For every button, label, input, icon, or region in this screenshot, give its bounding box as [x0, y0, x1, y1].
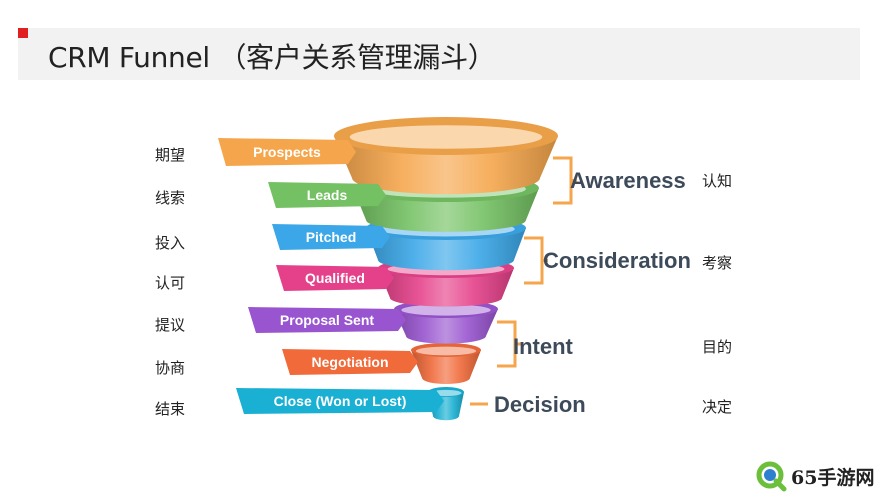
phase-bracket-line — [497, 320, 521, 368]
phase-bracket-consideration: Consideration 考察 — [524, 236, 732, 285]
stage-tab-shape — [236, 388, 444, 414]
funnel-ring-body — [411, 350, 481, 384]
stage-label: Close (Won or Lost) — [274, 393, 407, 409]
stage-cn-label: 线索 — [155, 189, 185, 207]
phase-label: Decision — [494, 392, 586, 417]
stage-tab-pitched: Pitched — [272, 224, 390, 250]
stage-tab-qualified: Qualified — [276, 265, 394, 291]
funnel-ring-prospects — [334, 117, 558, 195]
funnel-ring-body — [378, 268, 514, 307]
stage-tab-negotiation: Negotiation — [282, 349, 418, 375]
stage-tab-shape — [272, 224, 390, 250]
phase-bracket-line — [524, 236, 548, 285]
stage-tab-shape — [218, 138, 356, 166]
phase-bracket-awareness: Awareness 认知 — [553, 156, 732, 205]
funnel-ring-proposal — [394, 300, 498, 344]
phase-cn-label: 决定 — [702, 398, 732, 416]
stage-tab-shape — [248, 307, 406, 333]
stage-label: Proposal Sent — [280, 312, 374, 328]
stage-cn-label: 认可 — [155, 274, 185, 292]
funnel-ring-body — [394, 309, 498, 344]
title-bar — [18, 28, 860, 80]
stage-tab-proposal: Proposal Sent — [248, 307, 406, 333]
stage-tab-shape — [268, 182, 386, 208]
stage-label: Leads — [307, 187, 348, 203]
phase-label: Consideration — [543, 248, 691, 273]
funnel-ring-negotiation — [411, 343, 481, 384]
stage-cn-label: 协商 — [155, 359, 185, 377]
phase-label: Awareness — [570, 168, 686, 193]
stage-label: Pitched — [306, 229, 357, 245]
stage-tab-leads: Leads — [268, 182, 386, 208]
phase-bracket-intent: Intent 目的 — [497, 320, 732, 368]
stage-tab-close: Close (Won or Lost) — [236, 388, 444, 414]
funnel-ring-opening — [415, 346, 477, 356]
page-title: CRM Funnel （客户关系管理漏斗） — [48, 41, 496, 74]
stage-label: Qualified — [305, 270, 365, 286]
watermark-text: 65手游网 — [791, 466, 875, 489]
stage-cn-label: 投入 — [155, 234, 185, 252]
stage-cn-label: 结束 — [155, 400, 185, 418]
phase-cn-label: 目的 — [702, 338, 732, 356]
title-accent-mark — [18, 28, 28, 38]
q-logo-icon — [756, 461, 787, 492]
phase-bracket-decision: Decision 决定 — [470, 392, 732, 417]
phase-cn-label: 考察 — [702, 254, 732, 272]
stage-tab-shape — [282, 349, 418, 375]
phase-cn-label: 认知 — [702, 172, 732, 190]
watermark: 65手游网 — [755, 460, 874, 492]
phase-bracket-line — [553, 156, 577, 205]
stage-tab-prospects: Prospects — [218, 138, 356, 166]
stage-cn-label: 提议 — [155, 316, 185, 334]
funnel-ring-body — [366, 228, 526, 271]
funnel-ring-opening — [349, 125, 543, 149]
stage-cn-label: 期望 — [155, 146, 185, 164]
stage-label: Prospects — [253, 144, 321, 160]
phase-label: Intent — [513, 334, 574, 359]
stage-label: Negotiation — [312, 354, 389, 370]
funnel-ring-opening — [401, 304, 491, 316]
stage-tab-shape — [276, 265, 394, 291]
